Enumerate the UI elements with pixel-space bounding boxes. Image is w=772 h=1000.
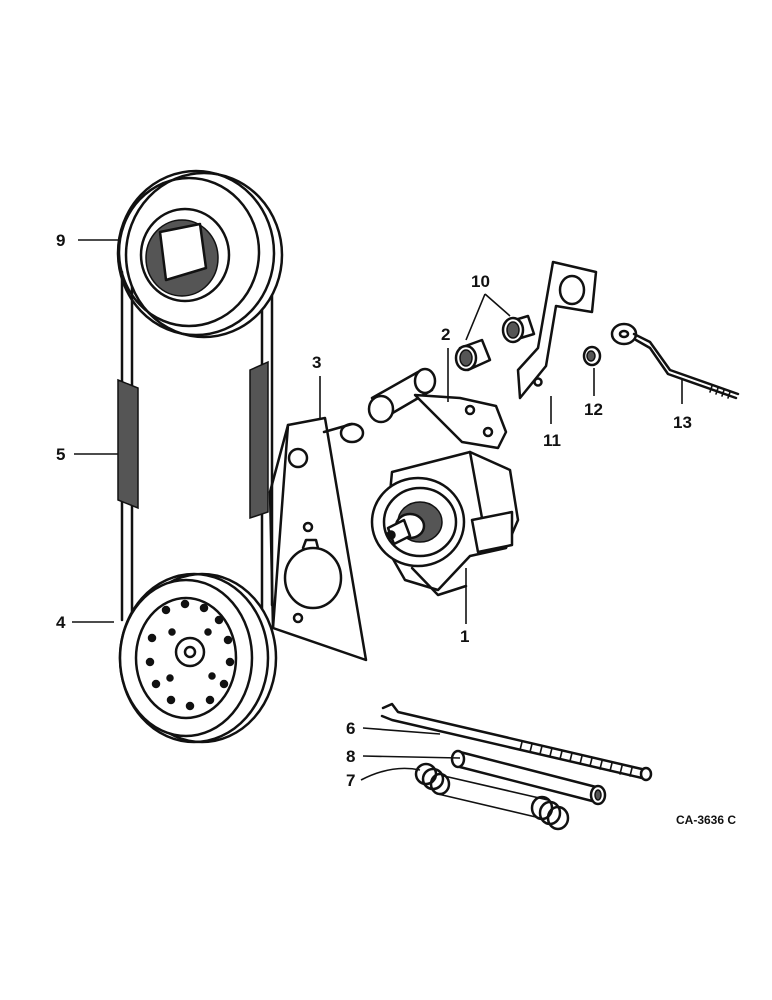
v-belt (117, 270, 274, 622)
callout-6: 6 (346, 719, 355, 738)
strap-bracket (516, 260, 598, 400)
idler-arm (367, 367, 508, 450)
threaded-rod (380, 702, 653, 782)
callout-7: 7 (346, 771, 355, 790)
bearing-housing (370, 450, 520, 597)
callout-2: 2 (441, 325, 450, 344)
upper-pulley (116, 169, 284, 339)
mounting-bracket (268, 416, 368, 662)
callout-5: 5 (56, 445, 65, 464)
leader-lines (72, 239, 683, 781)
lower-pulley (118, 572, 278, 744)
callout-10: 10 (471, 272, 490, 291)
callout-9: 9 (56, 231, 65, 250)
callout-12: 12 (584, 400, 603, 419)
small-bushing (582, 345, 602, 367)
pulley-holes (145, 599, 235, 711)
callout-13: 13 (673, 413, 692, 432)
callout-3: 3 (312, 353, 321, 372)
bushing-right (501, 314, 536, 344)
callout-8: 8 (346, 747, 355, 766)
spring-right (530, 795, 570, 831)
eye-bolt (610, 322, 740, 400)
spring-body (437, 775, 549, 819)
callout-4: 4 (56, 613, 66, 632)
callout-11: 11 (543, 431, 561, 450)
bushing-left (454, 338, 492, 372)
callout-1: 1 (460, 627, 469, 646)
reference-code: CA-3636 C (676, 813, 736, 827)
spring-left (414, 762, 451, 796)
spacer-tube (450, 749, 607, 806)
